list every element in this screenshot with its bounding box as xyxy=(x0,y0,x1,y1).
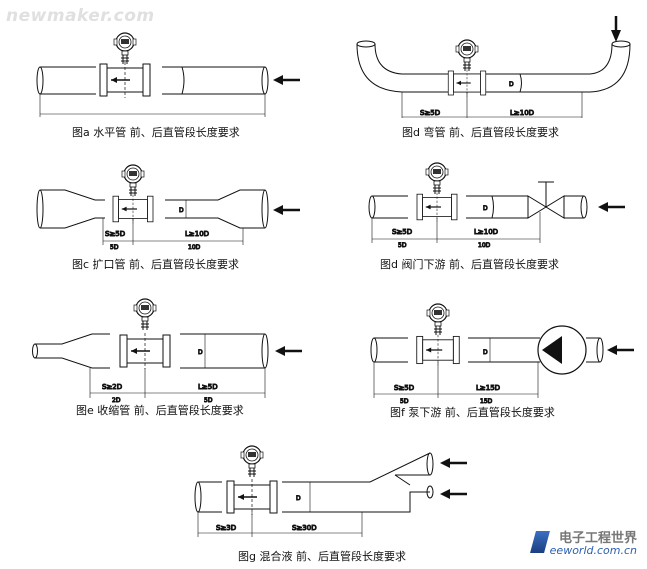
panel-g-d-label: D xyxy=(296,495,301,502)
panel-f-s-label: S≥5D xyxy=(394,384,414,392)
svg-text:D: D xyxy=(483,205,488,212)
panel-d-valve-downstream: D S≥5D 5D L≥10D 10D xyxy=(368,162,627,250)
logo-line2: eeworld.com.cn xyxy=(549,544,637,557)
panel-e-reducing-pipe: D S≥2D 2D L≥5D 5D xyxy=(32,298,304,405)
caption-panel-g: 图g 混合液 前、后直管段长度要求 xyxy=(238,550,406,563)
panel-a-horizontal-pipe xyxy=(36,32,302,117)
svg-text:D: D xyxy=(198,349,203,356)
caption-panel-d: 图d 阀门下游 前、后直管段长度要求 xyxy=(380,258,559,271)
panel-f-l-label: L≥15D xyxy=(476,384,500,392)
panel-e-s-sub: 2D xyxy=(112,397,121,404)
panel-b-s-label: S≥5D xyxy=(420,109,440,117)
logo-mark-icon xyxy=(530,531,550,553)
panel-f-s-sub: 5D xyxy=(400,398,409,405)
panel-b-elbow-pipe: D S≥5D L≥10D xyxy=(356,16,631,118)
panel-g-mixed-liquid: D S≥3D S≥30D xyxy=(194,445,469,537)
eeworld-logo: 电子工程世界 eeworld.com.cn xyxy=(530,527,641,561)
panel-c-expanding-pipe: D S≥5D 5D L≥10D 10D xyxy=(36,164,302,252)
svg-text:D: D xyxy=(179,207,184,214)
panel-e-s-label: S≥2D xyxy=(102,383,122,391)
panel-e-l-sub: 5D xyxy=(204,397,213,404)
panel-c-s-sub: 5D xyxy=(110,244,119,251)
panel-g-s-label: S≥3D xyxy=(216,524,236,532)
svg-text:D: D xyxy=(483,349,488,356)
caption-panel-e: 图e 收缩管 前、后直管段长度要求 xyxy=(76,404,244,417)
panel-c-l-sub: 10D xyxy=(188,244,201,251)
panel-d-s-sub: 5D xyxy=(398,242,407,249)
panel-f-pump-downstream: D S≥5D 5D L≥15D 15D xyxy=(370,303,636,406)
panel-d-s-label: S≥5D xyxy=(392,228,412,236)
caption-panel-c: 图c 扩口管 前、后直管段长度要求 xyxy=(72,258,240,271)
panel-f-l-sub: 15D xyxy=(480,398,493,405)
logo-line1: 电子工程世界 xyxy=(558,531,637,546)
caption-panel-b: 图d 弯管 前、后直管段长度要求 xyxy=(402,126,559,139)
panel-d-l-label: L≥10D xyxy=(474,228,498,236)
panel-b-l-label: L≥10D xyxy=(510,109,534,117)
panel-g-l-label: S≥30D xyxy=(292,524,317,532)
panel-c-s-label: S≥5D xyxy=(105,230,125,238)
caption-panel-f: 图f 泵下游 前、后直管段长度要求 xyxy=(390,406,555,419)
watermark: newmaker.com xyxy=(6,6,155,26)
svg-text:D: D xyxy=(509,81,514,88)
panel-e-l-label: L≥5D xyxy=(198,383,218,391)
caption-panel-a: 图a 水平管 前、后直管段长度要求 xyxy=(72,126,240,139)
panel-c-l-label: L≥10D xyxy=(185,230,209,238)
panel-d-l-sub: 10D xyxy=(478,242,491,249)
